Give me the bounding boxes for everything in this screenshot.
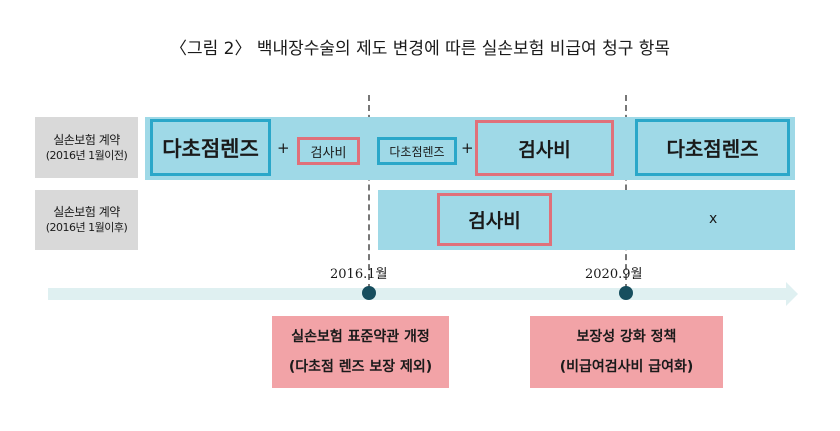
exam-box: 검사비 (437, 193, 552, 246)
event-detail: (비급여검사비 급여화) (559, 359, 694, 375)
timeline-dot (619, 286, 633, 300)
row-label-after: 실손보험 계약 (2016년 1월이후) (35, 190, 138, 250)
event-box: 실손보험 표준약관 개정 (다초점 렌즈 보장 제외) (272, 316, 449, 388)
row-label-before: 실손보험 계약 (2016년 1월이전) (35, 117, 138, 178)
plus-sign: + (461, 139, 474, 157)
row-label-sub: (2016년 1월이후) (45, 221, 128, 234)
event-box: 보장성 강화 정책 (비급여검사비 급여화) (530, 316, 723, 388)
row-label-title: 실손보험 계약 (53, 132, 120, 147)
exam-box: 검사비 (297, 137, 360, 165)
not-covered-mark: x (709, 211, 718, 227)
divider-2016 (368, 95, 370, 290)
date-label: 2016.1월 (330, 267, 388, 282)
exam-box: 검사비 (475, 120, 614, 176)
row-label-title: 실손보험 계약 (53, 205, 120, 219)
lens-box: 다초점렌즈 (635, 119, 790, 176)
lens-box: 다초점렌즈 (150, 119, 271, 176)
timeline-arrow (48, 282, 798, 306)
event-title: 실손보험 표준약관 개정 (291, 329, 430, 345)
event-detail: (다초점 렌즈 보장 제외) (288, 359, 433, 375)
row-label-sub: (2016년 1월이전) (45, 148, 128, 162)
row1-band (145, 117, 795, 180)
lens-box: 다초점렌즈 (377, 137, 457, 165)
date-label: 2020.9월 (585, 267, 643, 282)
timeline-dot (362, 286, 376, 300)
row2-band (378, 190, 795, 250)
plus-sign: + (277, 139, 290, 157)
event-title: 보장성 강화 정책 (576, 329, 677, 345)
figure-title: 〈그림 2〉 백내장수술의 제도 변경에 따른 실손보험 비급여 청구 항목 (169, 39, 671, 59)
